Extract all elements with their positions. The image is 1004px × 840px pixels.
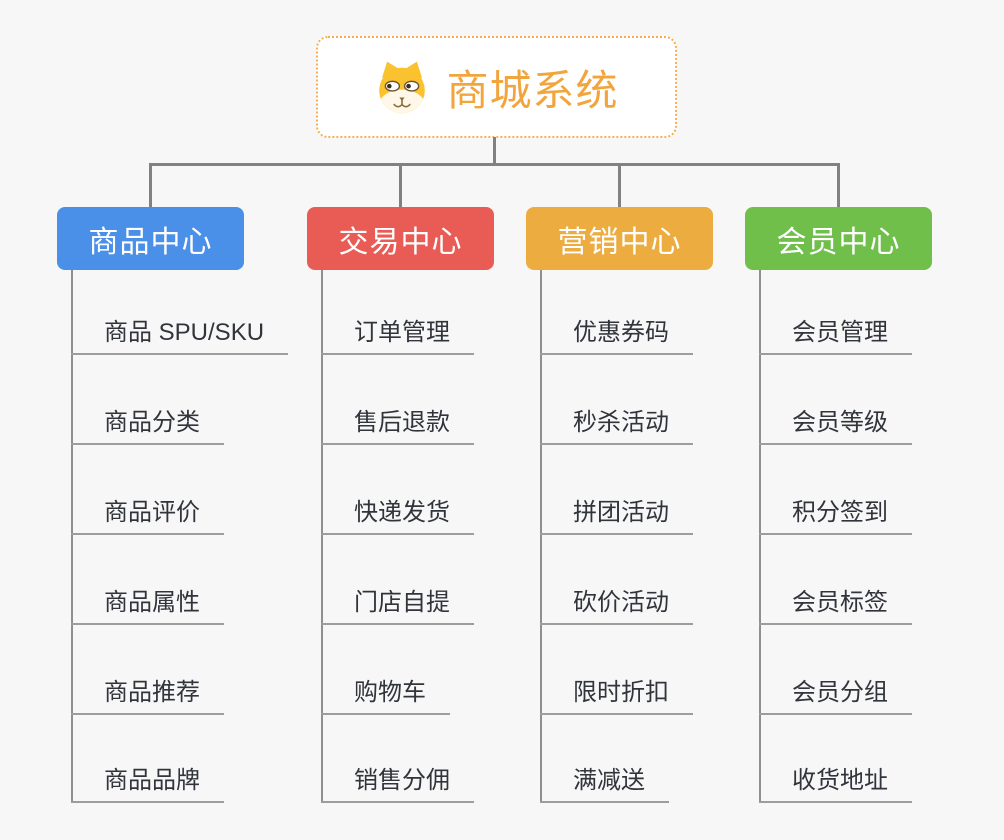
- branch-item-label: 收货地址: [792, 767, 888, 794]
- branch-item-label: 商品评价: [104, 499, 200, 526]
- branch-item-label: 会员分组: [792, 679, 888, 706]
- branch-item-label: 优惠券码: [573, 319, 669, 346]
- branch-item-label: 门店自提: [354, 589, 450, 616]
- branch-item-label: 订单管理: [354, 319, 450, 346]
- branch-column-1: 商品中心 商品 SPU/SKU 商品分类商品评价商品属性商品推荐商品品牌: [57, 207, 317, 817]
- branch-header-1[interactable]: 商品中心: [57, 207, 244, 270]
- branch-item[interactable]: 会员管理: [759, 311, 912, 355]
- branch-item-label: 售后退款: [354, 409, 450, 436]
- root-node[interactable]: 商城系统: [316, 36, 677, 138]
- branch-header-4[interactable]: 会员中心: [745, 207, 932, 270]
- branch-item[interactable]: 砍价活动: [540, 581, 693, 625]
- branch-item[interactable]: 门店自提: [321, 581, 474, 625]
- branch-trunk-line: [71, 270, 73, 803]
- branch-item[interactable]: 限时折扣: [540, 671, 693, 715]
- branch-item[interactable]: 商品品牌: [71, 759, 224, 803]
- branch-item[interactable]: 售后退款: [321, 401, 474, 445]
- branch-item[interactable]: 优惠券码: [540, 311, 693, 355]
- branch-item[interactable]: 商品 SPU/SKU: [71, 311, 289, 355]
- branch-connector-stub: [618, 163, 621, 208]
- branch-item-label: 会员管理: [792, 319, 888, 346]
- branch-item-label: 商品属性: [104, 589, 200, 616]
- branch-item-label: 拼团活动: [573, 499, 669, 526]
- branch-connector-stub: [837, 163, 840, 208]
- branch-item[interactable]: 会员等级: [759, 401, 912, 445]
- branch-item[interactable]: 满减送: [540, 759, 669, 803]
- branch-item[interactable]: 销售分佣: [321, 759, 474, 803]
- branch-column-3: 营销中心 优惠券码秒杀活动拼团活动砍价活动限时折扣满减送: [526, 207, 786, 817]
- branch-item-label: 商品品牌: [104, 767, 200, 794]
- branch-item[interactable]: 快递发货: [321, 491, 474, 535]
- branch-item[interactable]: 商品推荐: [71, 671, 224, 715]
- branch-item-label: 销售分佣: [354, 767, 450, 794]
- branch-header-2[interactable]: 交易中心: [307, 207, 494, 270]
- branch-item[interactable]: 购物车: [321, 671, 450, 715]
- branch-item-label: 购物车: [354, 679, 426, 706]
- branch-item[interactable]: 商品评价: [71, 491, 224, 535]
- branch-item-label: 限时折扣: [573, 679, 669, 706]
- branch-item[interactable]: 商品属性: [71, 581, 224, 625]
- branch-item-label: 砍价活动: [573, 589, 669, 616]
- branch-item[interactable]: 商品分类: [71, 401, 224, 445]
- branch-item[interactable]: 拼团活动: [540, 491, 693, 535]
- root-connector-stub: [493, 137, 496, 166]
- branch-item-label: 商品分类: [104, 409, 200, 436]
- branch-item[interactable]: 积分签到: [759, 491, 912, 535]
- branch-item-label: 会员等级: [792, 409, 888, 436]
- branch-item-label: 商品推荐: [104, 679, 200, 706]
- branch-item-label: 满减送: [573, 767, 645, 794]
- branch-item[interactable]: 订单管理: [321, 311, 474, 355]
- branch-item[interactable]: 会员分组: [759, 671, 912, 715]
- branch-trunk-line: [540, 270, 542, 803]
- branch-trunk-line: [759, 270, 761, 803]
- shiba-dog-icon: [379, 61, 426, 114]
- horizontal-connector: [149, 163, 840, 166]
- branch-connector-stub: [399, 163, 402, 208]
- branch-column-2: 交易中心 订单管理售后退款快递发货门店自提购物车销售分佣: [307, 207, 567, 817]
- branch-item-label: 积分签到: [792, 499, 888, 526]
- branch-trunk-line: [321, 270, 323, 803]
- branch-item-label: 秒杀活动: [573, 409, 669, 436]
- branch-item[interactable]: 会员标签: [759, 581, 912, 625]
- branch-connector-stub: [149, 163, 152, 208]
- branch-item[interactable]: 秒杀活动: [540, 401, 693, 445]
- branch-item[interactable]: 收货地址: [759, 759, 912, 803]
- branch-item-label: 快递发货: [354, 499, 450, 526]
- branch-column-4: 会员中心 会员管理会员等级积分签到会员标签会员分组收货地址: [745, 207, 1004, 817]
- branch-header-3[interactable]: 营销中心: [526, 207, 713, 270]
- branch-item-label: 会员标签: [792, 589, 888, 616]
- branch-item-label: 商品 SPU/SKU: [104, 319, 265, 346]
- root-title: 商城系统: [446, 66, 619, 114]
